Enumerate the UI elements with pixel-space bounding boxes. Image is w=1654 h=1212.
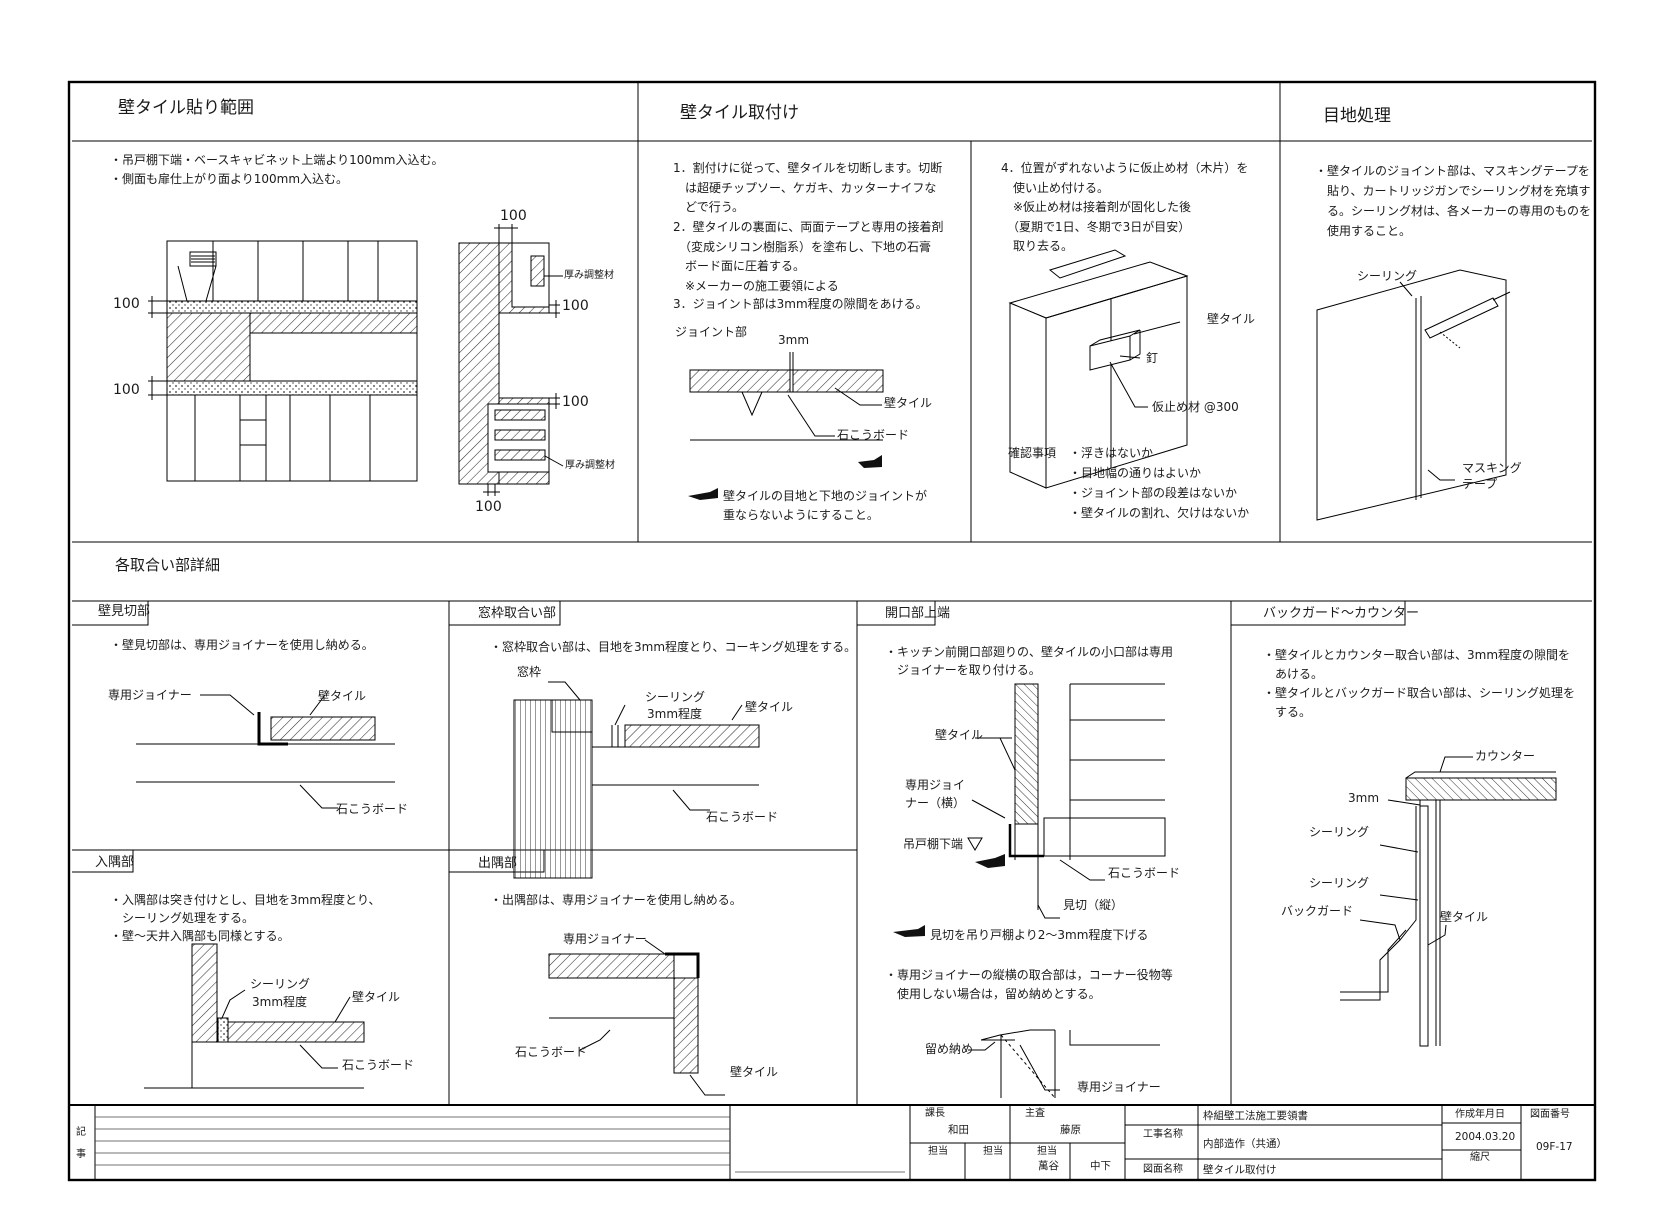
- chief-name: 藤原: [1060, 1124, 1081, 1136]
- details-title: 各取合い部詳細: [115, 556, 221, 574]
- inner-sealing-label: シーリング: [250, 977, 311, 991]
- tome-label: 留め納め: [925, 1042, 974, 1056]
- dim-100-d: 100: [562, 298, 589, 314]
- drawing-name: 壁タイル取付け: [1203, 1164, 1277, 1176]
- check-3: ・ジョイント部の段差はないか: [1069, 486, 1238, 500]
- vertical-mikiri-label: 見切（縦）: [1063, 898, 1124, 912]
- hanging-cabinet-label: 吊戸棚下端: [903, 837, 964, 851]
- inner-gypsum-label: 石こうボード: [342, 1058, 415, 1072]
- work-name: 枠組壁工法施工要領書: [1203, 1110, 1308, 1122]
- install-note: 壁タイルの目地と下地のジョイントが 重ならないようにすること。: [723, 489, 928, 522]
- backguard-label: バックガード: [1281, 904, 1354, 918]
- backguard-title: バックガード～カウンター: [1263, 606, 1420, 621]
- charge-label-3: 担当: [1037, 1146, 1057, 1157]
- board-wall-tile-label: 壁タイル: [1207, 312, 1256, 326]
- outer-gypsum-label: 石こうボード: [515, 1045, 588, 1059]
- check-2: ・目地幅の通りはよいか: [1069, 466, 1202, 480]
- window-wall-tile-label: 壁タイル: [745, 700, 794, 714]
- chief-label: 主査: [1025, 1108, 1045, 1119]
- mikiri-title: 壁見切部: [98, 604, 151, 619]
- inner-3mm-label: 3mm程度: [252, 995, 308, 1009]
- gap-3mm-label: 3mm: [778, 333, 810, 347]
- section-manager-label: 課長: [925, 1108, 945, 1119]
- dim-100-e: 100: [562, 394, 589, 410]
- section-manager-name: 和田: [948, 1124, 969, 1136]
- dim-100-a: 100: [113, 296, 140, 312]
- check-title: 確認事項: [1008, 446, 1057, 460]
- check-1: ・浮きはないか: [1069, 446, 1154, 460]
- outer-wall-tile-label: 壁タイル: [730, 1065, 779, 1079]
- check-4: ・壁タイルの割れ、欠けはないか: [1069, 506, 1250, 520]
- window-frame-label: 窓枠: [517, 665, 542, 679]
- charge-label-2: 担当: [983, 1146, 1003, 1157]
- range-note-2: ・側面も扉仕上がり面より100mm入込む。: [110, 172, 349, 186]
- joint-masking-label: マスキング テープ: [1462, 461, 1522, 491]
- opening-wall-tile-label: 壁タイル: [935, 728, 984, 742]
- mikiri-text: ・壁見切部は、専用ジョイナーを使用し納める。: [110, 638, 374, 652]
- nail-label: 釘: [1146, 351, 1159, 365]
- opening-text-2: ・専用ジョイナーの縦横の取合部は，コーナー役物等 使用しない場合は，留め納めとす…: [885, 968, 1173, 1001]
- install-step-1: 1．割付けに従って、壁タイルを切断します。切断 は超硬チップソー、ケガキ、カッタ…: [673, 161, 943, 214]
- inner-corner-text: ・入隅部は突き付けとし、目地を3mm程度とり、 シーリング処理をする。 ・壁～天…: [110, 893, 381, 943]
- window-sealing-label: シーリング: [645, 690, 706, 704]
- range-title: 壁タイル貼り範囲: [118, 98, 254, 118]
- backguard-sealing-label-2: シーリング: [1309, 876, 1370, 890]
- drawing-name-label: 図面名称: [1143, 1164, 1183, 1175]
- joint-text: ・壁タイルのジョイント部は、マスキングテープを 貼り、カートリッジガンでシーリン…: [1315, 164, 1592, 238]
- opening-joiner-label: 専用ジョイナー: [1077, 1080, 1161, 1094]
- joint-title: 目地処理: [1323, 106, 1391, 126]
- range-note-1: ・吊戸棚下端・ベースキャビネット上端より100mm入込む。: [110, 153, 444, 167]
- window-3mm-label: 3mm程度: [647, 707, 703, 721]
- charge-name: 萬谷: [1038, 1160, 1059, 1172]
- opening-gypsum-label: 石こうボード: [1108, 866, 1181, 880]
- temp-material-label: 仮止め材 @300: [1152, 400, 1239, 414]
- inner-corner-title: 入隅部: [95, 855, 135, 870]
- backguard-wall-tile-label: 壁タイル: [1440, 910, 1489, 924]
- joint-label: ジョイント部: [675, 325, 748, 339]
- drawing-no: 09F-17: [1536, 1141, 1573, 1153]
- opening-title: 開口部上端: [885, 606, 951, 621]
- window-title: 窓枠取合い部: [478, 606, 557, 621]
- mikiri-gypsum-label: 石こうボード: [336, 802, 409, 816]
- opening-joiner-h-label: 専用ジョイ ナー（横）: [905, 778, 966, 810]
- dim-100-f: 100: [475, 499, 502, 515]
- thickness-label-1: 厚み調整材: [564, 270, 614, 281]
- outer-joiner-label: 専用ジョイナー: [563, 932, 647, 946]
- work-name-label: 工事名称: [1143, 1129, 1183, 1140]
- opening-text: ・キッチン前開口部廻りの、壁タイルの小口部は専用 ジョイナーを取り付ける。: [885, 645, 1174, 677]
- window-text: ・窓枠取合い部は、目地を3mm程度とり、コーキング処理をする。: [490, 640, 857, 654]
- charge-name-2: 中下: [1090, 1160, 1111, 1172]
- install-step-3: 3．ジョイント部は3mm程度の隙間をあける。: [673, 297, 928, 311]
- mikiri-joiner-label: 専用ジョイナー: [108, 688, 192, 702]
- inner-wall-tile-label: 壁タイル: [352, 990, 401, 1004]
- backguard-sealing-label-1: シーリング: [1309, 825, 1370, 839]
- mikiri-wall-tile-label: 壁タイル: [318, 689, 367, 703]
- thickness-label-2: 厚み調整材: [565, 460, 615, 471]
- opening-note: 見切を吊り戸棚より2～3mm程度下げる: [930, 928, 1149, 942]
- outer-corner-text: ・出隅部は、専用ジョイナーを使用し納める。: [490, 893, 742, 907]
- install-title: 壁タイル取付け: [680, 103, 799, 123]
- charge-label-1: 担当: [928, 1146, 948, 1157]
- drawing-no-label: 図面番号: [1530, 1109, 1570, 1120]
- memo-label: 記 事: [76, 1127, 96, 1160]
- outer-corner-title: 出隅部: [478, 856, 518, 871]
- date-value: 2004.03.20: [1455, 1131, 1516, 1143]
- date-label: 作成年月日: [1455, 1109, 1505, 1120]
- install-wall-tile-label: 壁タイル: [884, 396, 933, 410]
- install-gypsum-label: 石こうボード: [837, 428, 910, 442]
- window-gypsum-label: 石こうボード: [706, 810, 779, 824]
- dim-100-b: 100: [113, 382, 140, 398]
- backguard-3mm-label: 3mm: [1348, 791, 1380, 805]
- joint-sealing-label: シーリング: [1357, 269, 1418, 283]
- install-step-2: 2．壁タイルの裏面に、両面テープと専用の接着剤 （変成シリコン樹脂系）を塗布し、…: [673, 220, 944, 293]
- work-name-sub: 内部造作（共通）: [1203, 1138, 1287, 1150]
- install-step-4: 4．位置がずれないように仮止め材（木片）を 使い止め付ける。 ※仮止め材は接着剤…: [1001, 161, 1249, 253]
- counter-label: カウンター: [1475, 749, 1536, 763]
- dim-100-c: 100: [500, 208, 527, 224]
- backguard-text: ・壁タイルとカウンター取合い部は、3mm程度の隙間を あける。 ・壁タイルとバッ…: [1263, 648, 1576, 719]
- scale-label: 縮尺: [1470, 1152, 1490, 1163]
